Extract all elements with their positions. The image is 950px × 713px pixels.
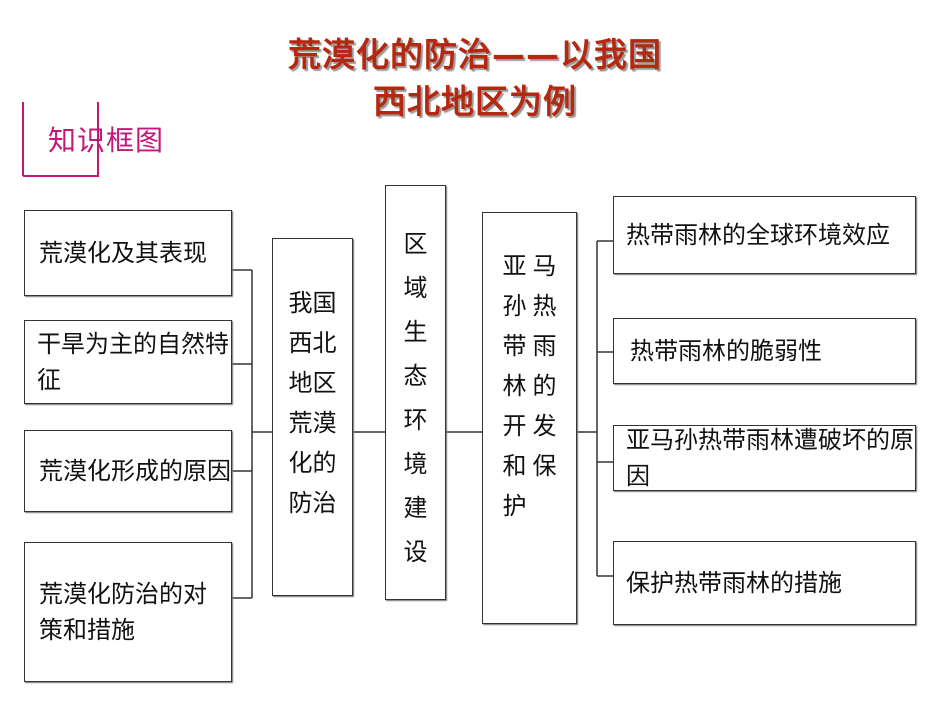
left-box-4: 荒漠化防治的对策和措施 <box>24 542 232 682</box>
section-label: 知识框图 <box>48 124 165 157</box>
center-box: 区 域 生 态 环 境 建 设 <box>385 185 446 600</box>
left-box-3: 荒漠化形成的原因 <box>24 430 232 512</box>
center-right-char-13: 护 <box>502 492 527 520</box>
left-box-2: 干旱为主的自然特征 <box>24 320 232 404</box>
center-right-char-4: 热 <box>532 292 557 320</box>
left-box-3-text: 荒漠化形成的原因 <box>39 457 231 485</box>
center-left-line-5: 化的 <box>288 449 337 477</box>
right-box-2: 热带雨林的脆弱性 <box>613 318 916 384</box>
center-char-3: 生 <box>403 318 428 346</box>
page-title: 荒漠化的防治——以我国 <box>288 35 662 74</box>
center-right-char-7: 林 <box>502 372 527 400</box>
center-char-8: 设 <box>403 538 428 566</box>
center-left-line-4: 荒漠 <box>288 409 337 437</box>
center-right-char-10: 发 <box>532 412 557 440</box>
center-right-char-14 <box>532 489 558 523</box>
center-right-char-5: 带 <box>502 332 527 360</box>
center-left-line-3: 地区 <box>288 369 337 397</box>
center-left-line-6: 防治 <box>288 489 337 517</box>
center-char-6: 境 <box>403 450 428 478</box>
right-box-1-text: 热带雨林的全球环境效应 <box>626 221 890 249</box>
right-box-3: 亚马孙热带雨林遭破坏的原因 <box>613 425 916 491</box>
center-right-char-11: 和 <box>502 452 527 480</box>
center-right-char-1: 亚 <box>502 252 527 280</box>
left-box-4-text: 荒漠化防治的对策和措施 <box>39 580 207 644</box>
center-right-box: 亚 马 孙 热 带 雨 林 的 开 发 和 保 护 <box>482 212 577 624</box>
center-left-line-1: 我国 <box>288 289 337 317</box>
right-box-2-text: 热带雨林的脆弱性 <box>630 337 822 365</box>
center-char-4: 态 <box>403 362 428 390</box>
center-right-char-6: 雨 <box>532 332 557 360</box>
center-char-2: 域 <box>403 274 428 302</box>
center-right-char-8: 的 <box>532 372 557 400</box>
right-box-4: 保护热带雨林的措施 <box>613 541 916 625</box>
section-bracket-icon <box>22 102 99 177</box>
center-right-char-9: 开 <box>502 412 527 440</box>
center-left-box: 我国 西北 地区 荒漠 化的 防治 <box>272 238 353 596</box>
center-char-5: 环 <box>403 406 428 434</box>
right-box-4-text: 保护热带雨林的措施 <box>626 569 842 597</box>
center-right-char-3: 孙 <box>502 292 527 320</box>
center-right-char-12: 保 <box>532 452 557 480</box>
center-right-char-2: 马 <box>532 252 557 280</box>
right-box-3-text: 亚马孙热带雨林遭破坏的原因 <box>626 426 914 490</box>
left-box-1: 荒漠化及其表现 <box>24 210 232 296</box>
center-left-line-2: 西北 <box>288 329 337 357</box>
right-box-1: 热带雨林的全球环境效应 <box>613 196 916 274</box>
center-char-1: 区 <box>403 230 428 258</box>
center-char-7: 建 <box>403 494 428 522</box>
page-subtitle: 西北地区为例 <box>373 82 577 121</box>
left-box-2-text: 干旱为主的自然特征 <box>37 330 229 394</box>
left-box-1-text: 荒漠化及其表现 <box>39 239 207 267</box>
